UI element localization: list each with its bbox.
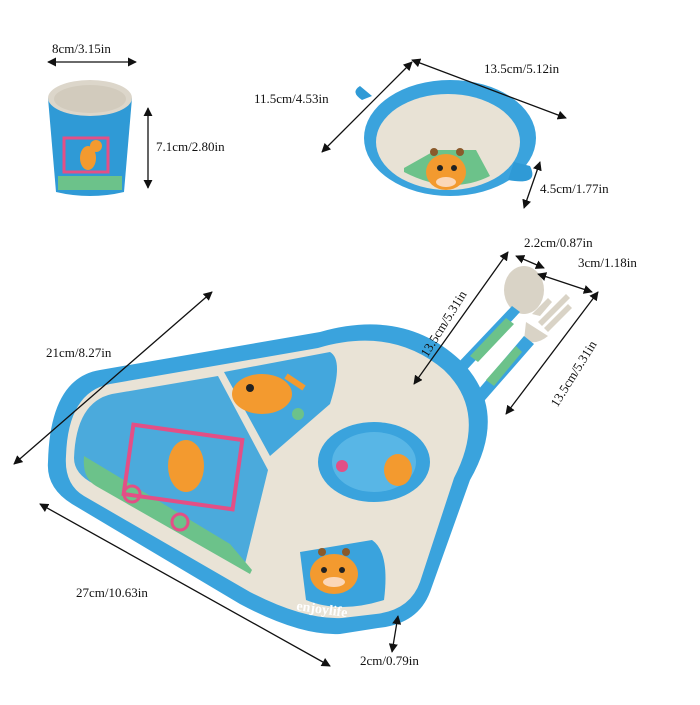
cup [48, 80, 132, 196]
plate-height-label: 2cm/0.79in [360, 653, 419, 668]
plate-depth-label: 21cm/8.27in [46, 345, 112, 360]
plate-width-label: 27cm/10.63in [76, 585, 148, 600]
bowl-width-label: 13.5cm/5.12in [484, 61, 560, 76]
bowl [355, 80, 536, 196]
cup-height-label: 7.1cm/2.80in [156, 139, 225, 154]
plate-brand-text: enjoylife [295, 599, 348, 621]
fork-head-label: 3cm/1.18in [578, 255, 637, 270]
bowl-depth-label: 11.5cm/4.53in [254, 91, 329, 106]
spoon-head-label: 2.2cm/0.87in [524, 235, 593, 250]
bowl-height-label: 4.5cm/1.77in [540, 181, 609, 196]
dimension-lines [13, 57, 599, 667]
cup-diameter-label: 8cm/3.15in [52, 41, 111, 56]
